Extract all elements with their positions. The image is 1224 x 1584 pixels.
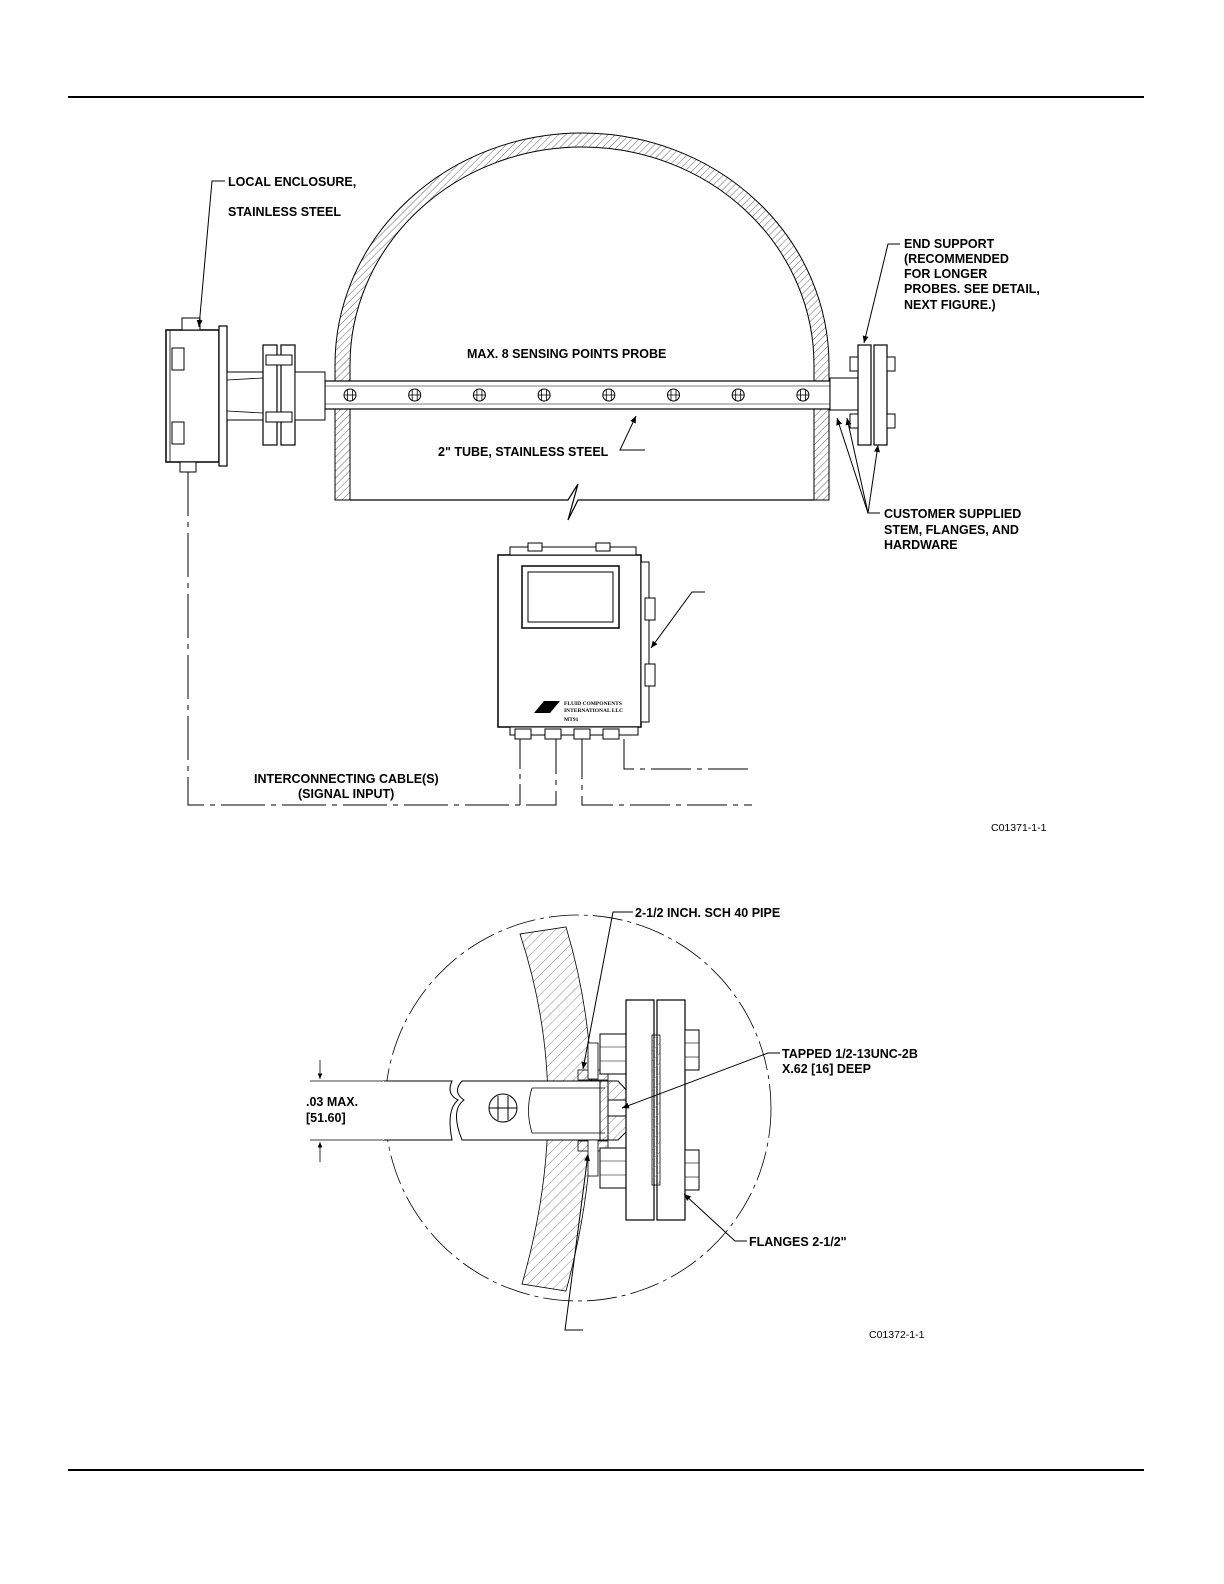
drawing-code-2: C01372-1-1	[869, 1329, 925, 1341]
customer-supplied-label: CUSTOMER SUPPLIED STEM, FLANGES, AND HAR…	[884, 507, 1021, 552]
stem-hardware	[577, 1033, 627, 1189]
sensing-point-icon	[602, 388, 616, 402]
stainless-steel-label-text: STAINLESS STEEL	[228, 205, 341, 219]
tube-label: 2" TUBE, STAINLESS STEEL	[438, 445, 609, 459]
flanges-section	[625, 999, 700, 1221]
figure-1-probe-installation: FLUID COMPONENTS INTERNATIONAL LLC MT91 …	[165, 132, 1047, 834]
svg-text:PROBES. SEE DETAIL,: PROBES. SEE DETAIL,	[904, 282, 1040, 296]
tube-diameter-dimension	[310, 1060, 383, 1162]
sensing-point-icon	[667, 388, 680, 402]
brand-line-2: INTERNATIONAL LLC	[564, 708, 623, 714]
header-rule	[68, 96, 1144, 98]
svg-text:STEM, FLANGES, AND: STEM, FLANGES, AND	[884, 523, 1019, 537]
svg-text:HARDWARE: HARDWARE	[884, 538, 958, 552]
sensing-point-icon	[796, 388, 810, 402]
cable-label: INTERCONNECTING CABLE(S)	[254, 772, 439, 786]
remote-enclosure: FLUID COMPONENTS INTERNATIONAL LLC MT91	[497, 542, 656, 740]
leader-lines	[196, 180, 900, 649]
left-flange	[262, 344, 326, 446]
sensing-point-icon	[343, 388, 357, 402]
brand-logo-icon	[534, 701, 560, 713]
dimension-mm: [51.60]	[306, 1111, 346, 1125]
footer-rule	[68, 1469, 1144, 1471]
probe-tube	[324, 380, 831, 410]
sensing-point-icon	[537, 388, 551, 402]
probe-tube-section	[382, 1080, 609, 1141]
local-enclosure	[165, 317, 264, 473]
svg-text:END SUPPORT: END SUPPORT	[904, 237, 995, 251]
tapped-label: TAPPED 1/2-13UNC-2B	[782, 1047, 918, 1061]
figure-2-end-support-detail: .03 MAX. [51.60] 2-1/2 INCH. SCH 40 PIPE…	[306, 906, 925, 1341]
end-support-flange	[829, 344, 896, 446]
brand-line-1: FLUID COMPONENTS	[564, 701, 622, 707]
pipe-label: 2-1/2 INCH. SCH 40 PIPE	[635, 906, 780, 920]
svg-text:FOR LONGER: FOR LONGER	[904, 267, 987, 281]
flanges-label: FLANGES 2-1/2"	[749, 1235, 847, 1249]
svg-text:(RECOMMENDED: (RECOMMENDED	[904, 252, 1009, 266]
svg-text:NEXT FIGURE.): NEXT FIGURE.)	[904, 298, 996, 312]
interconnecting-cables	[187, 472, 752, 806]
svg-text:CUSTOMER SUPPLIED: CUSTOMER SUPPLIED	[884, 507, 1021, 521]
signal-input-label: (SIGNAL INPUT)	[298, 787, 394, 801]
duct-wall	[334, 132, 830, 521]
dimension-inch: .03 MAX.	[306, 1095, 358, 1109]
end-support-label: END SUPPORT (RECOMMENDED FOR LONGER PROB…	[904, 237, 1040, 312]
model-label: MT91	[564, 717, 579, 723]
drawing-code-1: C01371-1-1	[991, 822, 1047, 834]
local-enclosure-label: LOCAL ENCLOSURE,	[228, 175, 356, 189]
probe-label: MAX. 8 SENSING POINTS PROBE	[467, 347, 666, 361]
sensing-point-icon	[408, 388, 422, 402]
sensing-point-icon	[472, 388, 486, 402]
sensing-point-icon	[731, 388, 745, 402]
detail-leader-lines	[564, 911, 780, 1331]
tapped-depth-label: X.62 [16] DEEP	[782, 1062, 871, 1076]
